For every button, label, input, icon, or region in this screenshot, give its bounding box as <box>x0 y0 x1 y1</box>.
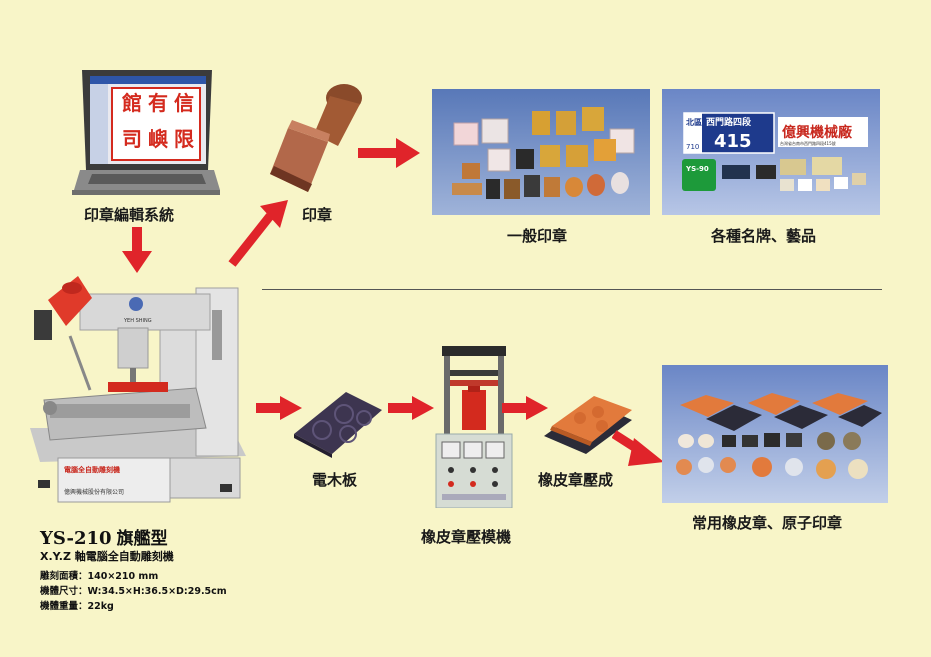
machine-plate-text: 電腦全自動雕刻機 <box>64 465 120 474</box>
label-stamp: 印章 <box>302 206 333 224</box>
arrow-edit-to-machine <box>122 227 152 273</box>
arrow-press-to-rubber <box>502 396 548 420</box>
label-nameplates: 各種名牌、藝品 <box>711 227 817 245</box>
label-general-stamps: 一般印章 <box>507 227 568 245</box>
laptop-screen-char-3: 館 <box>122 91 142 115</box>
machine-subtitle: X.Y.Z 軸電腦全自動雕刻機 <box>40 550 174 563</box>
label-rubber-pressed: 橡皮章壓成 <box>538 471 614 489</box>
sign-company: 億興機械廠 <box>782 124 853 141</box>
machine-title: YS-210 旗艦型 <box>40 524 168 549</box>
arrow-stamp-to-general <box>358 138 420 168</box>
bakelite-board-image <box>294 392 382 458</box>
arrow-bakelite-to-press <box>388 396 434 420</box>
machine-spec-3: 機體重量：22kg <box>40 601 114 612</box>
machine-spec-1: 雕刻面積：140×210 mm <box>40 571 159 582</box>
arrow-rubber-to-common <box>612 430 664 466</box>
laptop-screen-char-6: 限 <box>174 127 194 151</box>
general-stamps-photo <box>432 89 650 215</box>
press-machine-image <box>435 346 513 508</box>
section-divider <box>262 289 882 290</box>
machine-model: YS-210 <box>40 528 112 549</box>
label-common-stamps: 常用橡皮章、原子印章 <box>692 514 843 532</box>
machine-brand: YEH SHING <box>123 318 152 324</box>
sign-code: 710 <box>686 143 699 151</box>
label-rubber-press-machine: 橡皮章壓模機 <box>421 528 512 546</box>
sign-district: 北區 <box>686 117 702 127</box>
machine-plate-text-2: 億興機械股份有限公司 <box>64 488 124 496</box>
laptop-screen-char-4: 司 <box>122 127 142 151</box>
laptop-screen-char-2: 有 <box>148 91 168 115</box>
laptop-screen-char-5: 嶼 <box>148 127 168 151</box>
wooden-stamp-image <box>270 84 362 192</box>
label-edit-system: 印章編輯系統 <box>84 206 175 224</box>
label-bakelite: 電木板 <box>312 471 358 489</box>
sign-plate-code: YS-90 <box>685 165 709 173</box>
laptop-image: 信 有 館 司 嶼 限 <box>72 70 220 195</box>
machine-spec-2: 機體尺寸：W:34.5×H:36.5×D:29.5cm <box>40 586 227 597</box>
sign-road: 西門路四段 <box>706 116 752 128</box>
common-stamps-photo <box>662 365 888 503</box>
arrow-machine-to-stamp <box>228 200 288 267</box>
arrow-machine-to-bakelite <box>256 396 302 420</box>
machine-model-suffix: 旗艦型 <box>116 529 168 549</box>
sign-number: 415 <box>714 131 752 152</box>
nameplates-photo: 北區 710 西門路四段 415 億興機械廠 台灣省台南市西門路四段415號 Y… <box>662 89 880 215</box>
sign-company-small: 台灣省台南市西門路四段415號 <box>780 140 836 146</box>
rubber-sheet-image <box>544 396 632 454</box>
engraving-machine-image: 電腦全自動雕刻機 億興機械股份有限公司 YEH SHING <box>30 276 246 503</box>
laptop-screen-char-1: 信 <box>174 91 194 115</box>
